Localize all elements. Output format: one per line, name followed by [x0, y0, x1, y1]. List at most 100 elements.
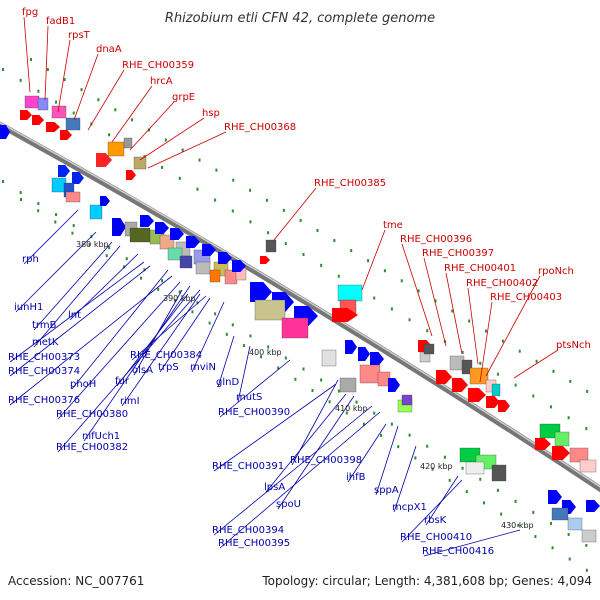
gene-label[interactable]: RHE_CH00396 — [400, 234, 472, 245]
gene-label[interactable]: RHE_CH00397 — [422, 248, 494, 259]
gene-label[interactable]: RHE_CH00373 — [8, 352, 80, 363]
gene-label[interactable]: RHE_CH00384 — [130, 350, 202, 361]
tick-mark — [214, 312, 217, 316]
gene-block — [129, 227, 151, 243]
gene-label[interactable]: fur — [115, 376, 130, 387]
callout-line — [401, 243, 433, 337]
gene-arrow — [498, 400, 510, 412]
gene-block — [254, 299, 286, 321]
tick-mark — [479, 361, 482, 365]
gene-label[interactable]: rimI — [120, 396, 140, 407]
gene-block — [337, 284, 363, 302]
gene-label[interactable]: dnaA — [96, 44, 122, 55]
gene-label[interactable]: mviN — [190, 362, 216, 373]
tick-mark — [337, 389, 340, 393]
gene-label[interactable]: RHE_CH00402 — [466, 278, 538, 289]
tick-mark — [417, 289, 420, 293]
callout-line — [33, 245, 121, 348]
tick-mark — [260, 355, 263, 359]
tick-mark — [337, 274, 340, 278]
tick-mark — [551, 546, 554, 550]
tick-mark — [2, 68, 4, 71]
gene-label[interactable]: fadB1 — [46, 16, 75, 27]
gene-label[interactable]: trmB — [32, 320, 57, 331]
gene-block — [107, 141, 125, 157]
tick-mark — [143, 155, 146, 159]
gene-label[interactable]: rpoNch — [538, 266, 574, 277]
tick-mark — [451, 309, 454, 313]
gene-label[interactable]: ptsNch — [556, 340, 591, 351]
callout-line — [423, 529, 521, 557]
tick-mark — [567, 532, 570, 536]
tick-mark — [294, 377, 297, 381]
tick-mark — [383, 269, 386, 273]
gene-label[interactable]: RHE_CH00374 — [8, 366, 80, 377]
gene-label[interactable]: hsp — [202, 108, 220, 119]
gene-label[interactable]: glnD — [216, 377, 239, 388]
gene-arrow — [0, 125, 10, 139]
gene-label[interactable]: RHE_CH00410 — [400, 532, 472, 543]
gene-label[interactable]: RHE_CH00380 — [56, 409, 128, 420]
gene-label[interactable]: fpg — [22, 7, 38, 18]
gene-label[interactable]: lpsA — [264, 482, 285, 493]
gene-label[interactable]: RHE_CH00390 — [218, 407, 290, 418]
callout-line — [159, 297, 211, 373]
callout-line — [33, 241, 113, 331]
gene-arrow — [58, 165, 70, 177]
gene-label[interactable]: metK — [32, 337, 59, 348]
gene-label[interactable]: nifUch1 — [82, 431, 120, 442]
tick-mark — [143, 268, 146, 272]
gene-label[interactable]: tme — [383, 220, 403, 231]
gene-label[interactable]: RHE_CH00395 — [218, 538, 290, 549]
gene-label[interactable]: RHE_CH00368 — [224, 122, 296, 133]
gene-block — [359, 364, 381, 384]
gene-label[interactable]: trpS — [158, 362, 179, 373]
gene-label[interactable]: spoU — [276, 499, 301, 510]
gene-label[interactable]: RHE_CH00382 — [56, 442, 128, 453]
gene-label[interactable]: RHE_CH00401 — [444, 263, 516, 274]
gene-label[interactable]: RHE_CH00359 — [122, 60, 194, 71]
callout-line — [147, 131, 227, 169]
callout-line — [9, 275, 173, 406]
gene-label[interactable]: grpE — [172, 92, 195, 103]
gene-label[interactable]: RHE_CH00416 — [422, 546, 494, 557]
tick-mark — [311, 389, 314, 392]
tick-mark — [37, 209, 40, 213]
callout-line — [237, 345, 251, 403]
gene-label[interactable]: RHE_CH00403 — [490, 292, 562, 303]
gene-arrow — [548, 490, 562, 504]
gene-block — [133, 156, 147, 170]
tick-mark — [431, 467, 434, 471]
gene-label[interactable]: rbsK — [424, 515, 447, 526]
gene-label[interactable]: sppA — [374, 485, 399, 496]
gene-label[interactable]: phoH — [70, 379, 96, 390]
gene-label[interactable]: RHE_CH00376 — [8, 395, 80, 406]
tick-mark — [373, 411, 376, 415]
gene-label[interactable]: RHE_CH00394 — [212, 525, 284, 536]
gene-label[interactable]: rph — [22, 254, 39, 265]
tick-mark — [585, 427, 588, 431]
gene-block — [89, 204, 103, 220]
gene-label[interactable]: rpsT — [68, 30, 91, 41]
tick-mark — [232, 178, 235, 182]
gene-label[interactable]: iunH1 — [14, 302, 43, 313]
gene-label[interactable]: olsA — [132, 365, 153, 376]
tick-mark — [249, 220, 252, 224]
gene-label[interactable]: mutS — [236, 392, 262, 403]
gene-label[interactable]: mcpX1 — [392, 502, 427, 513]
gene-arrow — [436, 370, 452, 384]
gene-label[interactable]: RHE_CH00391 — [212, 461, 284, 472]
tick-mark — [496, 488, 499, 492]
tick-mark — [125, 257, 128, 261]
genome-backbone-highlight — [0, 121, 600, 488]
tick-mark — [568, 557, 571, 561]
callout-line — [9, 261, 145, 363]
tick-tracks — [2, 58, 589, 572]
gene-label[interactable]: lnt — [68, 310, 81, 321]
gene-label[interactable]: RHE_CH00385 — [314, 178, 386, 189]
gene-label[interactable]: ihfB — [346, 472, 366, 483]
gene-label[interactable]: hrcA — [150, 76, 173, 87]
tick-mark — [191, 310, 194, 314]
gene-label[interactable]: RHE_CH00398 — [290, 455, 362, 466]
